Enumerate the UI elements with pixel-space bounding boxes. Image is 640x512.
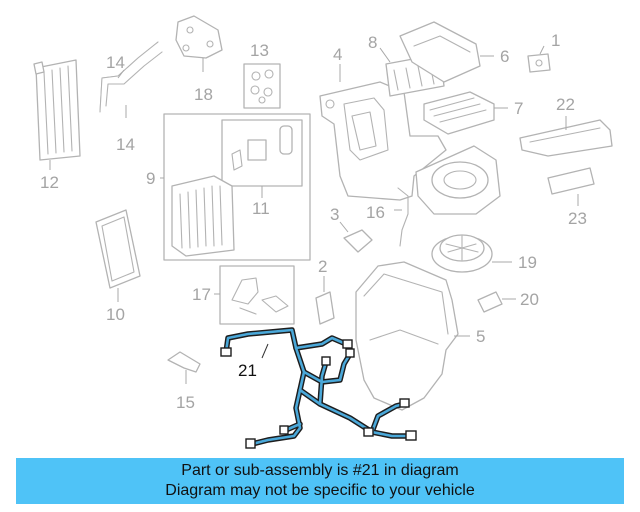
callout-20: 20 (520, 290, 539, 309)
part-2-actuator (315, 276, 335, 325)
callout-3: 3 (330, 205, 339, 224)
callout-7: 7 (514, 99, 523, 118)
callout-2: 2 (318, 257, 327, 276)
callout-17: 17 (192, 285, 211, 304)
part-7-cabin-filter (423, 91, 508, 135)
callout-22: 22 (556, 95, 575, 114)
callout-21: 21 (238, 361, 257, 380)
callout-9: 9 (146, 169, 155, 188)
part-3-sensor (339, 221, 373, 253)
callout-13: 13 (250, 41, 269, 60)
banner-line-2: Diagram may not be specific to your vehi… (165, 482, 475, 499)
parts-diagram: 1 2 3 4 5 6 7 8 9 10 11 12 13 14 14 15 1… (33, 15, 613, 449)
part-1-clip (527, 45, 551, 73)
part-12-heater-core (33, 59, 81, 170)
banner-line-1: Part or sub-assembly is #21 in diagram (181, 462, 459, 479)
callout-14-upper: 14 (106, 53, 125, 72)
callout-18: 18 (194, 85, 213, 104)
part-4-hvac-case (319, 64, 447, 201)
callout-4: 4 (333, 45, 342, 64)
info-banner: Part or sub-assembly is #21 in diagram D… (16, 458, 624, 504)
part-9-evaporator-group (160, 113, 311, 261)
callout-11: 11 (252, 199, 270, 218)
callout-6: 6 (500, 47, 509, 66)
part-6-duct (399, 21, 494, 83)
part-18-plate (175, 15, 223, 72)
callout-1: 1 (551, 31, 560, 50)
callout-14-lower: 14 (116, 135, 135, 154)
part-5-lower-case (355, 261, 470, 411)
callout-8: 8 (368, 33, 377, 52)
callout-5: 5 (476, 327, 485, 346)
part-19-blower-motor (431, 234, 512, 273)
callout-15: 15 (176, 393, 195, 412)
callout-12: 12 (40, 173, 59, 192)
part-23-duct (547, 167, 595, 206)
part-10-filter-frame (95, 209, 141, 302)
callout-16: 16 (366, 203, 385, 222)
part-20-resistor (477, 291, 516, 313)
callout-19: 19 (518, 253, 537, 272)
part-13-seals (243, 63, 281, 109)
callout-23: 23 (568, 209, 587, 228)
part-16-hose (394, 187, 409, 247)
callout-10: 10 (106, 305, 125, 324)
part-17-mount-kit (214, 265, 295, 325)
part-21-wiring-harness (220, 327, 417, 449)
part-22-duct (519, 116, 613, 157)
part-14-pipes (99, 41, 163, 118)
part-blower-housing (415, 145, 501, 215)
part-15-bracket (167, 351, 201, 384)
